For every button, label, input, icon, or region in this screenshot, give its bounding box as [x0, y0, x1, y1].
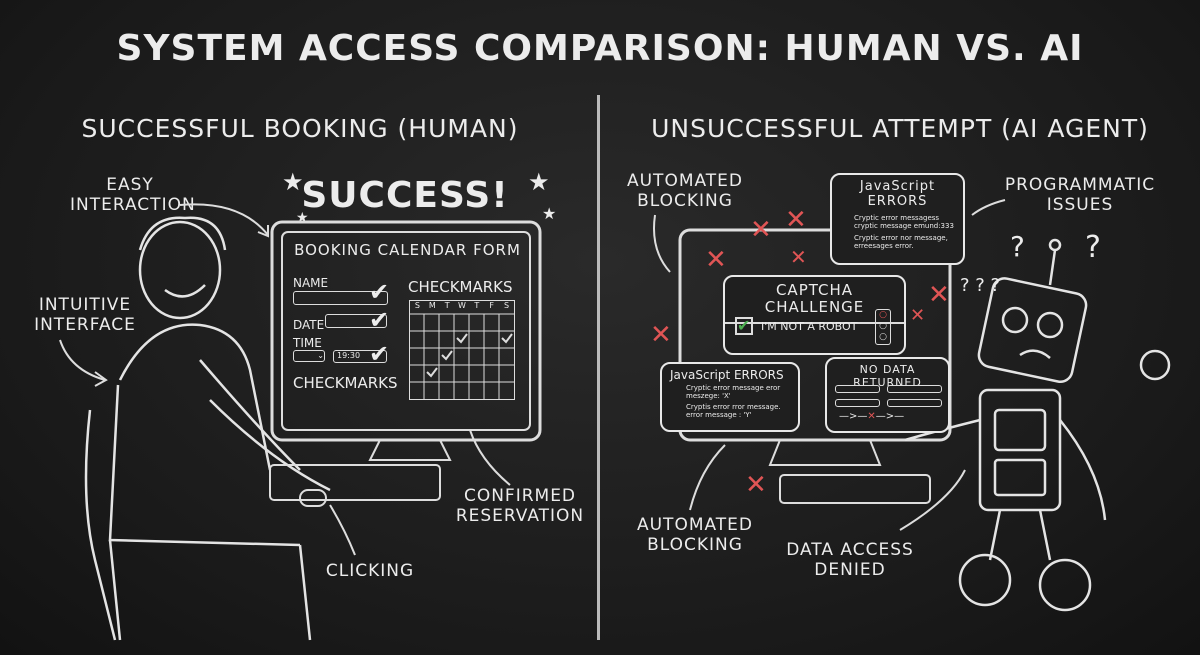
error-x-icon: ✕ — [910, 305, 926, 326]
error-x-icon: ✕ — [785, 205, 807, 235]
person-illustration — [84, 216, 331, 641]
arrow-icon — [59, 339, 106, 381]
js-errors-title: JavaScript ERRORS — [670, 368, 784, 382]
captcha-title: CAPTCHA CHALLENGE — [725, 277, 904, 324]
arrow-icon — [899, 469, 966, 531]
automated-blocking-top-label: AUTOMATED BLOCKING — [626, 171, 744, 211]
right-heading: UNSUCCESSFUL ATTEMPT (AI AGENT) — [651, 114, 1149, 143]
date-field[interactable] — [325, 314, 387, 328]
star-icon: ★ — [282, 168, 304, 196]
left-heading: SUCCESSFUL BOOKING (HUMAN) — [81, 114, 519, 143]
checkmarks-label: CHECKMARKS — [408, 278, 513, 296]
arrow-icon — [653, 214, 671, 273]
question-mark-icon: ? — [1010, 230, 1025, 263]
error-line: Cryptis error rror message. error messag… — [686, 402, 781, 420]
js-errors-bubble-top: JavaScript ERRORS Cryptic error messages… — [830, 173, 965, 265]
arrow-icon — [971, 199, 1006, 216]
day-header: T — [444, 301, 450, 310]
day-header: W — [458, 301, 466, 310]
name-label: NAME — [293, 276, 329, 290]
error-line: Cryptic error messagess cryptic message … — [854, 213, 954, 231]
captcha-box: CAPTCHA CHALLENGE ✔ I'M NOT A ROBOT ○○○ — [723, 275, 906, 355]
divider — [597, 95, 600, 640]
automated-blocking-bottom-label: AUTOMATED BLOCKING — [636, 515, 754, 555]
time-dropdown[interactable]: ⌄ — [293, 350, 325, 362]
error-x-icon: ✕ — [750, 215, 772, 245]
arrow-icon — [179, 203, 269, 236]
js-errors-title: JavaScript ERRORS — [859, 179, 936, 209]
error-x-icon: ✕ — [745, 470, 767, 500]
error-line: Cryptic error message eror meszege: 'X' — [686, 384, 781, 401]
form-title: BOOKING CALENDAR FORM — [294, 241, 521, 259]
time-label: TIME — [293, 336, 322, 350]
day-header: M — [428, 301, 436, 310]
monitor — [270, 220, 542, 442]
checkmark-icon — [426, 333, 513, 378]
day-header: T — [474, 301, 480, 310]
intuitive-interface-label: INTUITIVE INTERFACE — [34, 295, 136, 335]
empty-field — [835, 385, 880, 393]
js-errors-bubble-bottom: JavaScript ERRORS Cryptic error message … — [660, 362, 800, 432]
captcha-checkbox-label: I'M NOT A ROBOT — [761, 320, 858, 333]
day-header: S — [504, 301, 510, 310]
calendar-grid — [409, 313, 515, 400]
checkmark-icon: ✔ — [369, 278, 390, 306]
day-header: F — [489, 301, 495, 310]
empty-field — [835, 399, 880, 407]
name-field[interactable] — [293, 291, 388, 305]
keyboard — [269, 464, 441, 501]
mouse — [299, 489, 327, 507]
traffic-light-icon: ○○○ — [875, 309, 891, 345]
error-x-icon: ✕ — [705, 245, 727, 275]
error-x-icon: ✕ — [650, 320, 672, 350]
checkmark-icon: ✔ — [369, 306, 390, 334]
date-label: DATE — [293, 318, 325, 332]
error-x-icon: ✕ — [790, 245, 807, 269]
empty-field — [887, 399, 942, 407]
keyboard — [779, 474, 931, 504]
error-line: Cryptic error nor message, erreesages er… — [854, 233, 948, 251]
arrow-icon — [689, 444, 726, 511]
question-mark-icon: ? — [1085, 230, 1101, 265]
day-header: S — [414, 301, 420, 310]
checkmarks-label: CHECKMARKS — [293, 374, 398, 392]
data-access-denied-label: DATA ACCESS DENIED — [786, 540, 914, 580]
error-x-icon: ✕ — [928, 280, 950, 310]
easy-interaction-label: EASY INTERACTION — [70, 175, 196, 215]
booking-form: BOOKING CALENDAR FORM NAME DATE TIME ⌄ 1… — [285, 236, 530, 426]
clicking-label: CLICKING — [325, 561, 415, 581]
programmatic-issues-label: PROGRAMMATIC ISSUES — [1004, 175, 1156, 215]
success-label: SUCCESS! — [301, 175, 509, 216]
empty-field — [887, 385, 942, 393]
no-data-bubble: NO DATA RETURNED —>—✕—>— — [825, 357, 950, 433]
question-mark-icon: ? ? ? — [960, 275, 1001, 296]
arrow-icon — [469, 429, 511, 486]
star-icon: ★ — [542, 204, 557, 223]
monitor — [678, 228, 952, 442]
checkmark-icon: ✔ — [369, 340, 390, 368]
page-title: SYSTEM ACCESS COMPARISON: HUMAN VS. AI — [116, 28, 1084, 69]
confirmed-reservation-label: CONFIRMED RESERVATION — [455, 486, 585, 526]
star-icon: ★ — [528, 168, 550, 196]
time-field[interactable]: 19:30 — [333, 350, 387, 363]
arrow-icon — [329, 504, 356, 556]
broken-flow-icon: —>—✕—>— — [839, 411, 905, 422]
captcha-checkbox[interactable]: ✔ — [735, 317, 753, 335]
